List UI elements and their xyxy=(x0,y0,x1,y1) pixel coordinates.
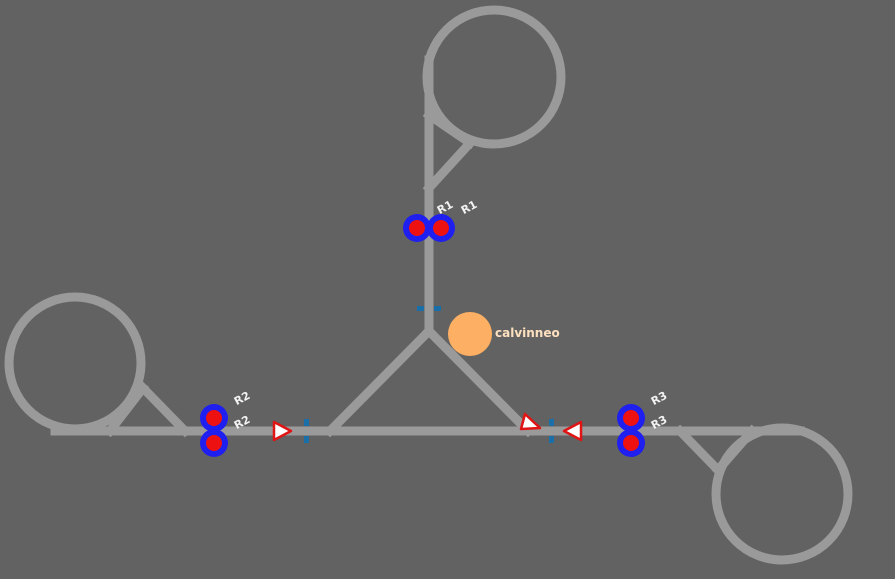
triangle-signal-icon[interactable] xyxy=(562,420,583,442)
station-marker-icon[interactable] xyxy=(623,410,639,426)
track-sensor-icon xyxy=(304,419,309,426)
sensors xyxy=(304,306,554,443)
north-loop-wye xyxy=(422,108,477,150)
east-loop-wye xyxy=(673,424,725,477)
track-sensor-icon xyxy=(549,436,554,443)
west-loop-wye xyxy=(136,381,192,438)
junction-left xyxy=(323,324,436,438)
station-r2[interactable] xyxy=(200,404,228,457)
junction-right xyxy=(422,324,535,438)
north-loop-wye xyxy=(422,136,477,195)
track-sensor-icon xyxy=(549,419,554,426)
station-marker-icon[interactable] xyxy=(206,435,222,451)
station-marker-icon[interactable] xyxy=(433,220,449,236)
station-r3[interactable] xyxy=(617,404,645,457)
north-loop xyxy=(422,5,566,149)
west-loop-wye xyxy=(103,381,150,438)
station-r1[interactable] xyxy=(403,214,455,242)
track-sensor-icon xyxy=(304,436,309,443)
signals xyxy=(272,412,583,442)
station-marker-icon[interactable] xyxy=(409,220,425,236)
track-network xyxy=(4,5,853,565)
player-name-label: calvinneo xyxy=(495,326,560,340)
track-sensor-icon xyxy=(434,306,441,311)
west-loop xyxy=(4,292,146,434)
station-marker-icon[interactable] xyxy=(206,410,222,426)
east-loop-wye xyxy=(711,424,759,477)
triangle-signal-icon[interactable] xyxy=(519,412,542,431)
track-sensor-icon xyxy=(417,306,424,311)
player-circle-icon[interactable] xyxy=(448,312,492,356)
triangle-signal-icon[interactable] xyxy=(272,420,293,442)
station-marker-icon[interactable] xyxy=(623,435,639,451)
east-loop xyxy=(711,423,853,565)
